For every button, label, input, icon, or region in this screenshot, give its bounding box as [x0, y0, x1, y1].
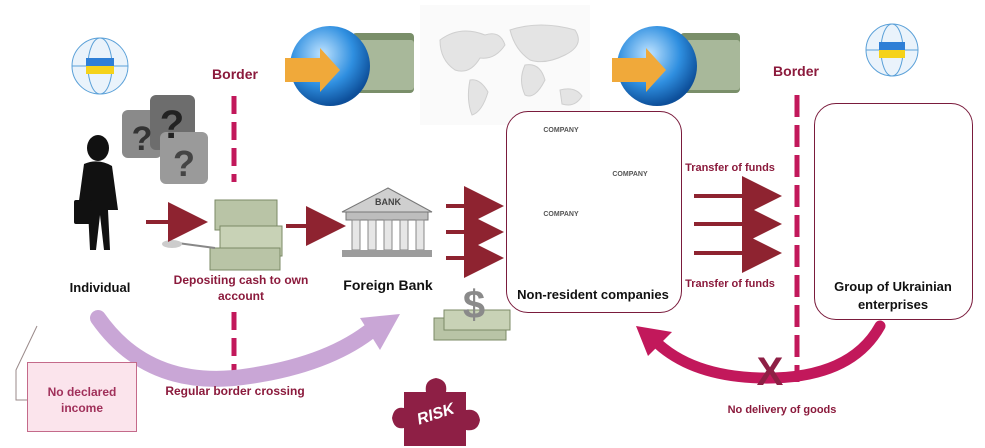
cash-stack-icon	[162, 199, 283, 271]
regular-border-arc-arrow	[90, 310, 382, 387]
border-label-left: Border	[212, 66, 258, 82]
individual-label: Individual	[69, 280, 131, 295]
dollar-money-icon: $	[433, 283, 511, 341]
svg-text:$: $	[463, 283, 485, 327]
no-delivery-arc-arrowhead	[636, 326, 672, 356]
svg-text:?: ?	[173, 143, 195, 184]
non-resident-companies-label: Non-resident companies	[517, 287, 669, 302]
no-declared-income-note	[27, 362, 137, 432]
risk-puzzle-icon	[392, 378, 480, 446]
question-marks-icon: ? ? ?	[122, 95, 208, 184]
depositing-cash-label: Depositing cash to own account	[173, 273, 309, 303]
no-delivery-of-goods-label: No delivery of goods	[727, 404, 837, 416]
foreign-bank-label: Foreign Bank	[343, 277, 433, 293]
ukraine-globe-icon-left	[71, 37, 129, 95]
regular-border-arc-arrowhead	[360, 314, 400, 350]
border-label-right: Border	[773, 63, 819, 79]
world-map-icon	[420, 5, 590, 125]
ukraine-globe-icon-right	[865, 23, 919, 77]
transfer-of-funds-label-top: Transfer of funds	[685, 162, 775, 174]
regular-border-crossing-label: Regular border crossing	[165, 384, 305, 398]
money-transfer-globe-icon-left	[285, 26, 414, 106]
bank-building-icon	[341, 187, 433, 257]
money-transfer-globe-icon-right	[612, 26, 740, 106]
individual-silhouette-icon	[74, 135, 118, 250]
bank-sign-text: BANK	[375, 197, 401, 207]
no-delivery-arc-arrow	[648, 320, 886, 384]
no-declared-income-label: No declared income	[47, 385, 117, 415]
ukrainian-enterprises-label: Group of Ukrainian enterprises	[834, 279, 952, 312]
note-connector-line	[15, 325, 38, 401]
non-resident-companies-box	[506, 111, 682, 313]
ukrainian-enterprises-box	[814, 103, 973, 320]
x-cross-mark: X	[756, 350, 784, 394]
company-sign-text-2: COMPANY	[612, 171, 648, 178]
company-sign-text-1: COMPANY	[543, 127, 579, 134]
svg-text:?: ?	[160, 103, 184, 147]
company-sign-text-3: COMPANY	[543, 211, 579, 218]
svg-text:?: ?	[132, 120, 153, 158]
transfer-of-funds-label-bottom: Transfer of funds	[685, 278, 775, 290]
